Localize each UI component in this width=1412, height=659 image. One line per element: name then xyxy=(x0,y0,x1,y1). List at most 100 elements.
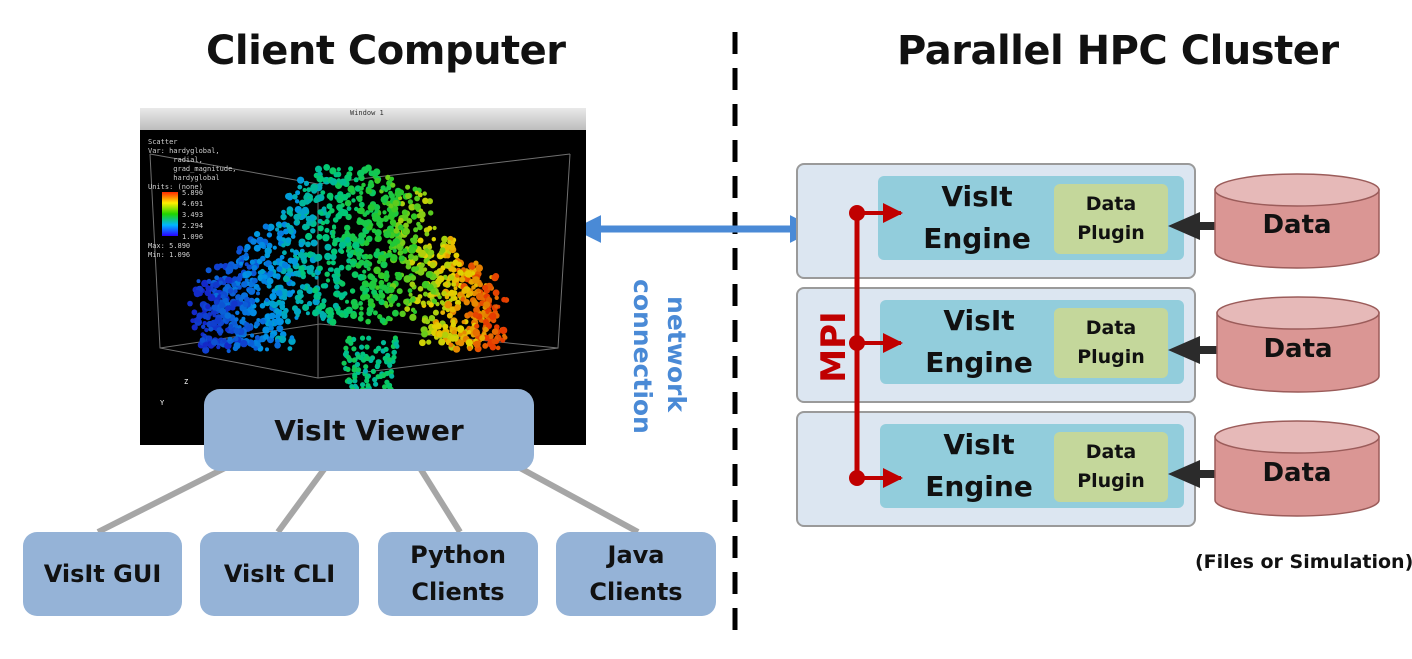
scatter-point xyxy=(390,254,398,262)
scatter-point xyxy=(332,275,341,283)
scatter-point xyxy=(324,271,330,277)
scatter-point xyxy=(386,185,392,191)
scatter-point xyxy=(483,294,488,299)
scatter-point xyxy=(456,261,462,267)
scatter-point xyxy=(309,251,315,257)
scatter-point xyxy=(408,203,416,211)
scatter-point xyxy=(295,190,301,196)
scatter-point xyxy=(423,267,428,272)
scatter-point xyxy=(206,278,212,284)
scatter-point xyxy=(473,306,480,314)
visit-viewer-box: VisIt Viewer xyxy=(204,389,534,471)
scatter-point xyxy=(231,282,237,288)
scatter-point xyxy=(352,372,358,378)
scatter-point xyxy=(254,231,261,238)
scatter-point xyxy=(355,354,361,360)
scatter-point xyxy=(410,237,415,242)
scatter-point xyxy=(427,245,433,250)
scatter-point xyxy=(443,282,449,287)
scatter-point xyxy=(214,317,221,324)
scatter-point xyxy=(409,313,417,321)
scatter-point xyxy=(312,309,319,317)
scatter-point xyxy=(472,311,479,318)
scatter-point xyxy=(305,311,310,316)
scatter-point xyxy=(428,210,434,216)
scatter-point xyxy=(365,383,371,389)
scatter-point xyxy=(242,309,249,316)
python-clients-box: Python Clients xyxy=(378,532,538,616)
scatter-point xyxy=(324,243,332,251)
scatter-point xyxy=(250,270,257,277)
scatter-point xyxy=(491,338,498,345)
scatter-point xyxy=(362,269,367,274)
scatter-point xyxy=(191,309,198,316)
scatter-point xyxy=(302,188,307,192)
scatter-point xyxy=(239,261,244,266)
scatter-point xyxy=(363,262,369,269)
scatter-point xyxy=(339,292,346,299)
scatter-point xyxy=(441,235,448,243)
scatter-point xyxy=(297,176,305,184)
scatter-point xyxy=(412,186,418,192)
scatter-point xyxy=(357,315,364,322)
visit-window-screenshot: Window 1 Scatter Var: hardyglobal, radia… xyxy=(140,108,586,445)
scatter-point xyxy=(213,263,221,271)
scatter-point xyxy=(422,197,429,204)
scatter-point xyxy=(320,220,326,226)
scatter-point xyxy=(288,228,294,235)
scatter-point xyxy=(310,228,316,234)
scatter-point xyxy=(348,340,354,346)
scatter-point xyxy=(344,224,351,232)
scatter-point xyxy=(483,326,489,333)
scatter-point xyxy=(266,232,273,238)
scatter-point xyxy=(383,230,391,239)
scatter-point xyxy=(408,246,416,254)
scatter-point xyxy=(383,253,389,259)
scatter-point xyxy=(260,255,266,262)
scatter-point xyxy=(224,312,232,319)
scatter-point xyxy=(247,324,254,331)
scatter-point xyxy=(384,303,389,309)
scatter-point xyxy=(325,214,330,219)
scatter-point xyxy=(339,312,345,318)
scatter-point xyxy=(213,299,220,305)
scatter-point xyxy=(450,240,456,246)
scatter-point xyxy=(190,318,195,323)
scatter-point xyxy=(333,291,339,297)
scatter-point xyxy=(285,222,291,228)
scatter-point xyxy=(246,270,252,277)
connector-gui xyxy=(96,465,227,535)
scatter-point xyxy=(418,249,427,258)
scatter-point xyxy=(319,211,324,216)
scatter-point xyxy=(388,286,395,293)
scatter-point xyxy=(344,174,352,182)
scatter-point xyxy=(461,320,466,324)
scatter-point xyxy=(363,240,370,246)
scatter-point xyxy=(457,339,465,347)
scatter-point xyxy=(258,241,266,249)
scatter-point xyxy=(320,283,326,289)
scatter-point xyxy=(281,209,286,215)
scatter-point xyxy=(259,303,266,309)
scatter-point xyxy=(256,291,260,296)
scatter-point xyxy=(284,318,291,325)
scatter-point xyxy=(383,215,390,221)
scatter-point xyxy=(326,203,333,210)
scatter-point xyxy=(375,285,380,291)
scatter-point xyxy=(403,298,410,305)
scatter-point xyxy=(220,294,226,299)
scatter-point xyxy=(388,203,394,209)
scatter-point xyxy=(374,229,382,237)
scatter-point xyxy=(471,285,476,290)
scatter-point xyxy=(244,243,251,251)
scatter-point xyxy=(306,300,313,307)
scatter-point xyxy=(306,187,312,193)
scatter-point xyxy=(377,254,385,262)
scatter-point xyxy=(329,208,335,214)
scatter-point xyxy=(432,309,439,316)
scatter-point xyxy=(473,340,481,348)
scatter-point xyxy=(463,299,470,306)
scatter-point xyxy=(358,259,365,266)
scatter-point xyxy=(330,248,338,255)
scatter-point xyxy=(333,267,341,275)
